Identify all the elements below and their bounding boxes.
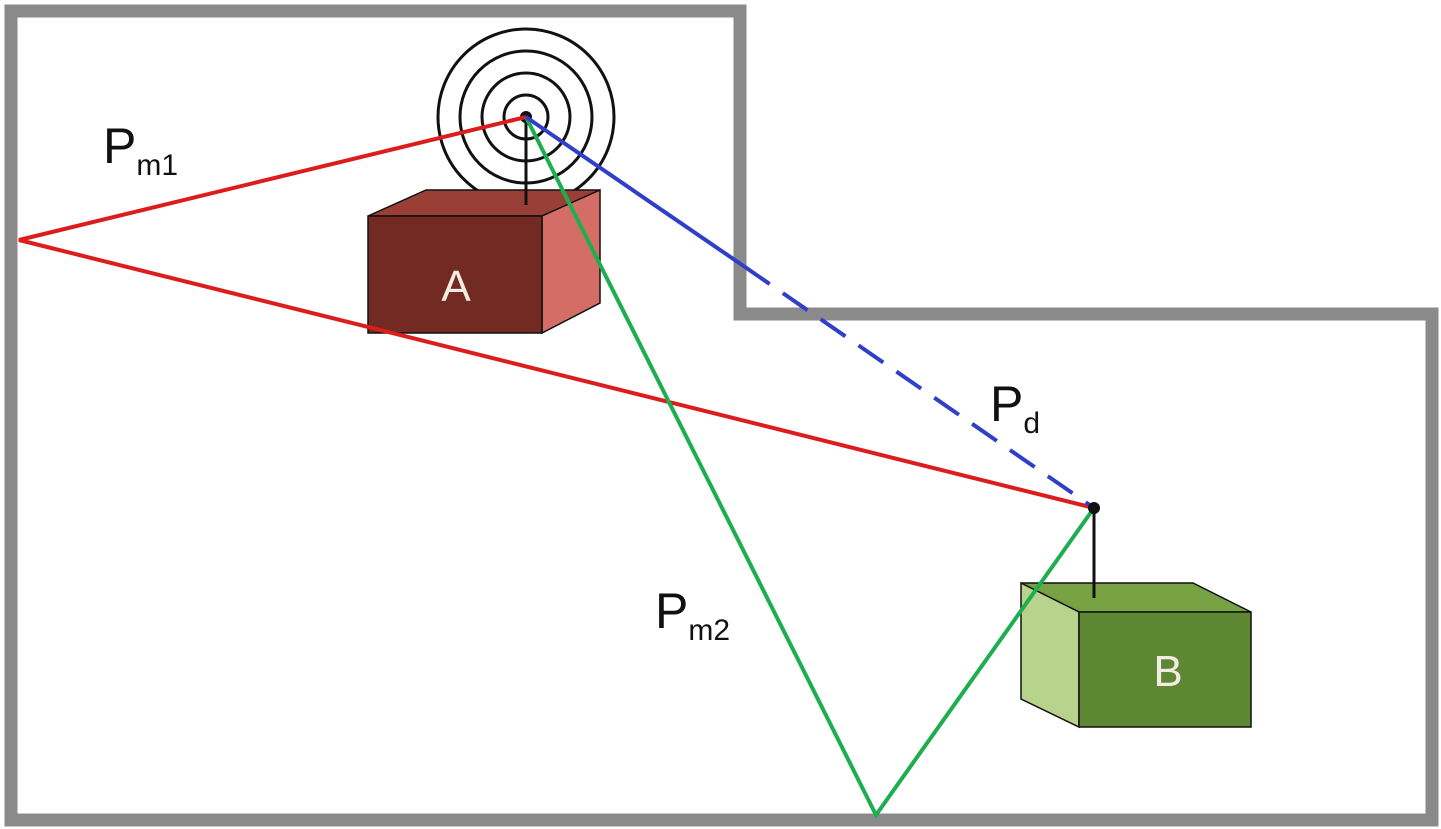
box-a-front: [367, 215, 543, 334]
path-m1: [18, 115, 1095, 510]
box-b-front: [1078, 611, 1252, 728]
box-b: B: [1020, 581, 1252, 729]
path-d-solid: [524, 115, 747, 269]
label-pm1: Pm1: [103, 118, 178, 182]
box-a-side: [541, 188, 601, 335]
label-pd: Pd: [990, 376, 1040, 440]
box-b-label: B: [1153, 647, 1182, 696]
label-pm2: Pm2: [655, 583, 730, 647]
box-a-label: A: [441, 262, 471, 311]
path-d-dashed: [743, 265, 1096, 510]
antenna-b-tip: [1088, 502, 1100, 514]
room-walls: [4, 4, 1439, 827]
box-a: A: [367, 188, 601, 335]
path-m2: [524, 116, 1096, 819]
